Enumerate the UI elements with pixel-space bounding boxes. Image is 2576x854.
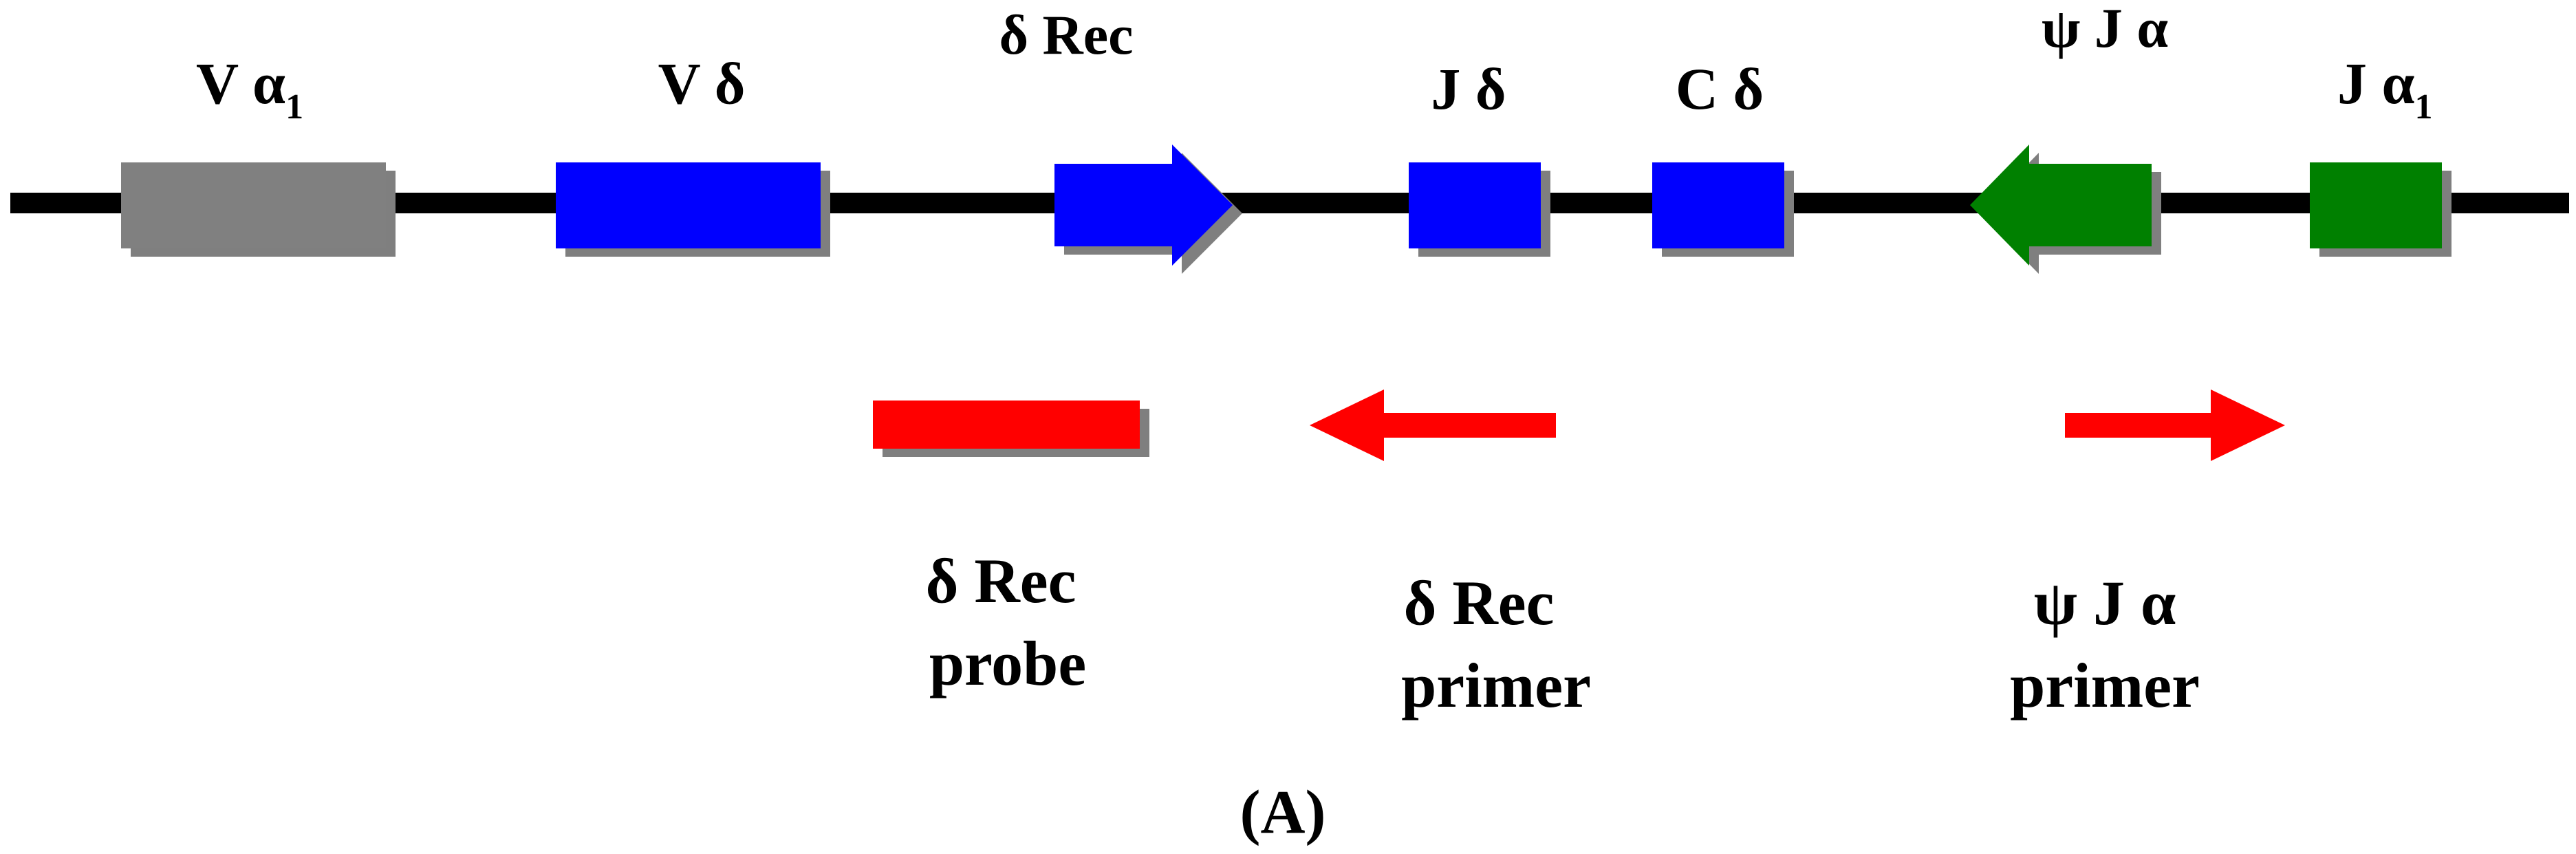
- psi-j-alpha-primer-label: ψ J α: [2034, 568, 2176, 638]
- v-delta-label: V δ: [658, 50, 746, 116]
- probe-label: δ Rec: [926, 546, 1076, 616]
- delta-rec-probe-bar: [873, 401, 1149, 457]
- j-alpha1-label: J α1: [2337, 50, 2433, 127]
- psi-j-alpha-primer-arrow: [2065, 389, 2285, 461]
- psi-j-alpha-primer-label-line2: primer: [2010, 650, 2200, 720]
- delta-rec-primer-label-line2: primer: [1401, 650, 1591, 720]
- j-delta-label: J δ: [1431, 56, 1506, 122]
- j-alpha1-segment: [2310, 162, 2451, 257]
- delta-rec-arrow: [1054, 145, 1242, 274]
- psi-j-alpha-label: ψ J α: [2042, 0, 2168, 59]
- v-alpha1-label: V α1: [196, 50, 303, 127]
- j-delta-segment: [1409, 162, 1550, 257]
- delta-rec-primer-arrow: [1310, 389, 1556, 461]
- c-delta-label: C δ: [1676, 56, 1764, 122]
- delta-rec-primer-label: δ Rec: [1404, 568, 1555, 638]
- panel-label: (A): [1240, 778, 1326, 846]
- v-alpha1-segment: [121, 162, 396, 257]
- probe-label-line2: probe: [929, 628, 1086, 698]
- delta-rec-label: δ Rec: [999, 3, 1133, 66]
- v-delta-segment: [556, 162, 830, 257]
- c-delta-segment: [1652, 162, 1794, 257]
- psi-j-alpha-arrow: [1970, 145, 2161, 274]
